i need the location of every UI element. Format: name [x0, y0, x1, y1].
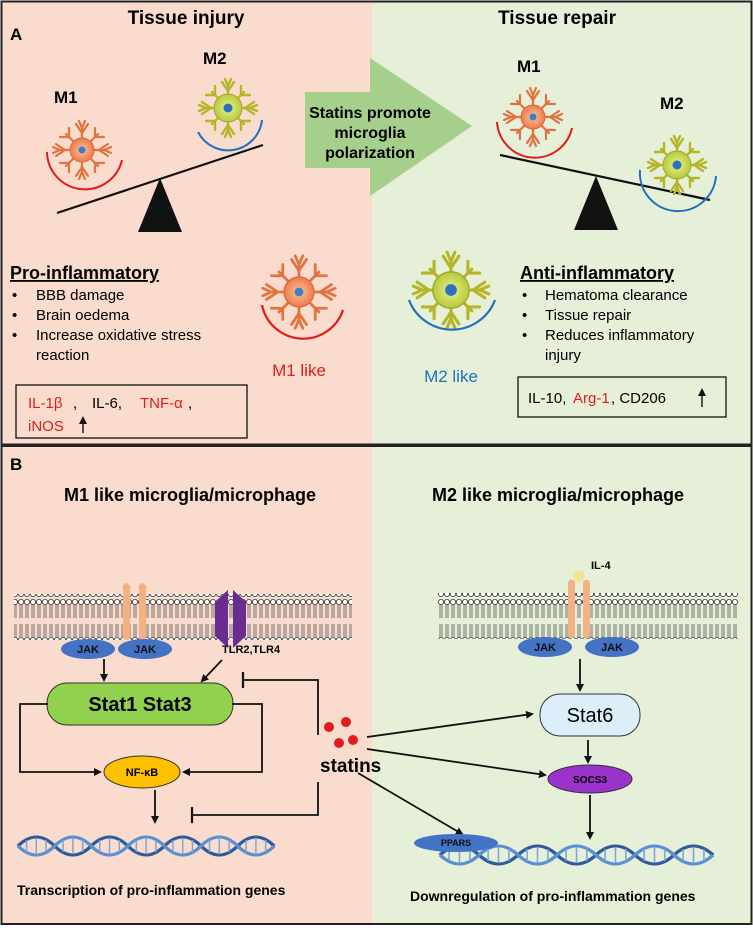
m2-caption: Downregulation of pro-inflammation genes: [410, 888, 696, 904]
m1-caption: Transcription of pro-inflammation genes: [17, 882, 286, 898]
right-m1-cup: [496, 121, 573, 159]
arrow-text-3: polarization: [325, 145, 415, 162]
cd206-text: , CD206: [611, 390, 666, 407]
stat6-label: Stat6: [567, 705, 614, 727]
statins-inhibit-tlr: [243, 679, 319, 735]
stat-to-nfkb-left-arrow: [19, 703, 102, 776]
right-fulcrum: [574, 176, 618, 230]
pro-bullet-2: •: [12, 307, 17, 324]
pro-item-3: Increase oxidative stress: [36, 327, 201, 344]
statins-to-ppars-arrow: [357, 772, 464, 836]
il1b-text: IL-1β: [28, 395, 63, 412]
stat1-stat3-label: Stat1 Stat3: [88, 694, 191, 716]
panel-b-letter: B: [10, 455, 22, 474]
tlr-receptor: [215, 590, 246, 648]
il4-label: IL-4: [591, 560, 611, 572]
panel-a-border: [0, 0, 753, 446]
m2-panel-title: M2 like microglia/microphage: [432, 485, 684, 505]
ppars-node: [414, 834, 498, 852]
panel-a-repair-bg: [372, 2, 751, 444]
m2-jak-right: [585, 637, 639, 657]
tissue-injury-title: Tissue injury: [128, 8, 245, 29]
tnfa-comma: ,: [188, 395, 192, 412]
left-m1-cup: [46, 151, 123, 191]
tnfa-text: TNF-α: [140, 395, 183, 412]
pro-bullet-1: •: [12, 287, 17, 304]
pro-item-1: BBB damage: [36, 287, 124, 304]
left-m2-label: M2: [203, 49, 227, 68]
left-fulcrum: [138, 178, 182, 232]
statins-to-stat6-arrow: [366, 710, 534, 738]
pro-bullet-3: •: [12, 327, 17, 344]
anti-item-1: Hematoma clearance: [545, 287, 688, 304]
il10-text: IL-10,: [528, 390, 566, 407]
m1-like-label: M1 like: [272, 361, 326, 380]
m1-membrane: [14, 594, 352, 640]
statins-dots: [324, 717, 358, 748]
il4-ligand: [573, 570, 585, 582]
anti-bullet-3: •: [522, 327, 527, 344]
left-m1-label: M1: [54, 88, 78, 107]
statins-label: statins: [320, 756, 381, 777]
m2-il4-receptor: [568, 580, 590, 638]
anti-cytokine-box: [517, 376, 727, 418]
anti-inflammatory-heading: Anti-inflammatory: [520, 263, 674, 283]
m2-jak-left-label: JAK: [534, 642, 556, 654]
pro-inflammatory-heading: Pro-inflammatory: [10, 263, 159, 283]
tlr-label: TLR2,TLR4: [222, 644, 281, 656]
m1-jak-left-label: JAK: [77, 644, 99, 656]
m2-like-cup: [407, 299, 497, 331]
panel-a-injury-bg: [2, 2, 372, 444]
statins-inhibit-nfkb: [192, 782, 319, 816]
m1-like-cup: [260, 304, 345, 340]
inos-text: iNOS: [28, 418, 64, 435]
il6-text: IL-6,: [92, 395, 122, 412]
m2-jak-left: [518, 637, 572, 657]
m1-panel-title: M1 like microglia/microphage: [64, 485, 316, 505]
m1-jak-left: [61, 639, 115, 659]
arrow-text-2: microglia: [334, 125, 405, 142]
anti-item-4: injury: [545, 347, 581, 364]
panel-b-border: [0, 445, 753, 925]
anti-item-2: Tissue repair: [545, 307, 631, 324]
m2-like-label: M2 like: [424, 367, 478, 386]
arrow-text-1: Statins promote: [309, 105, 431, 122]
m1-jak-right-label: JAK: [134, 644, 156, 656]
m2-jak-right-label: JAK: [601, 642, 623, 654]
il1b-comma: ,: [73, 395, 77, 412]
tlr-to-stat-arrow: [200, 659, 223, 683]
socs3-label: SOCS3: [573, 775, 607, 786]
anti-bullet-1: •: [522, 287, 527, 304]
nfkb-node: [103, 755, 181, 789]
right-m2-label: M2: [660, 94, 684, 113]
anti-item-3: Reduces inflammatory: [545, 327, 695, 344]
anti-bullet-2: •: [522, 307, 527, 324]
nfkb-label: NF-κB: [126, 767, 158, 779]
pro-item-4: reaction: [36, 347, 89, 364]
right-m1-label: M1: [517, 57, 541, 76]
m1-cytokine-receptor: [122, 583, 147, 640]
arg1-text: Arg-1: [573, 390, 610, 407]
right-m2-cup: [638, 169, 717, 213]
socs3-node: [547, 764, 633, 794]
panel-a-letter: A: [10, 25, 22, 44]
pro-item-2: Brain oedema: [36, 307, 130, 324]
polarization-arrow: [305, 58, 472, 196]
ppars-label: PPARS: [441, 838, 471, 848]
stat-to-nfkb-right-arrow: [182, 703, 263, 776]
m1-jak-right: [118, 639, 172, 659]
statins-to-socs3-arrow: [366, 748, 547, 779]
tissue-repair-title: Tissue repair: [498, 8, 617, 29]
stat6-node: [539, 693, 641, 737]
left-m2-cup: [197, 119, 263, 152]
pro-cytokine-box: [15, 384, 248, 439]
